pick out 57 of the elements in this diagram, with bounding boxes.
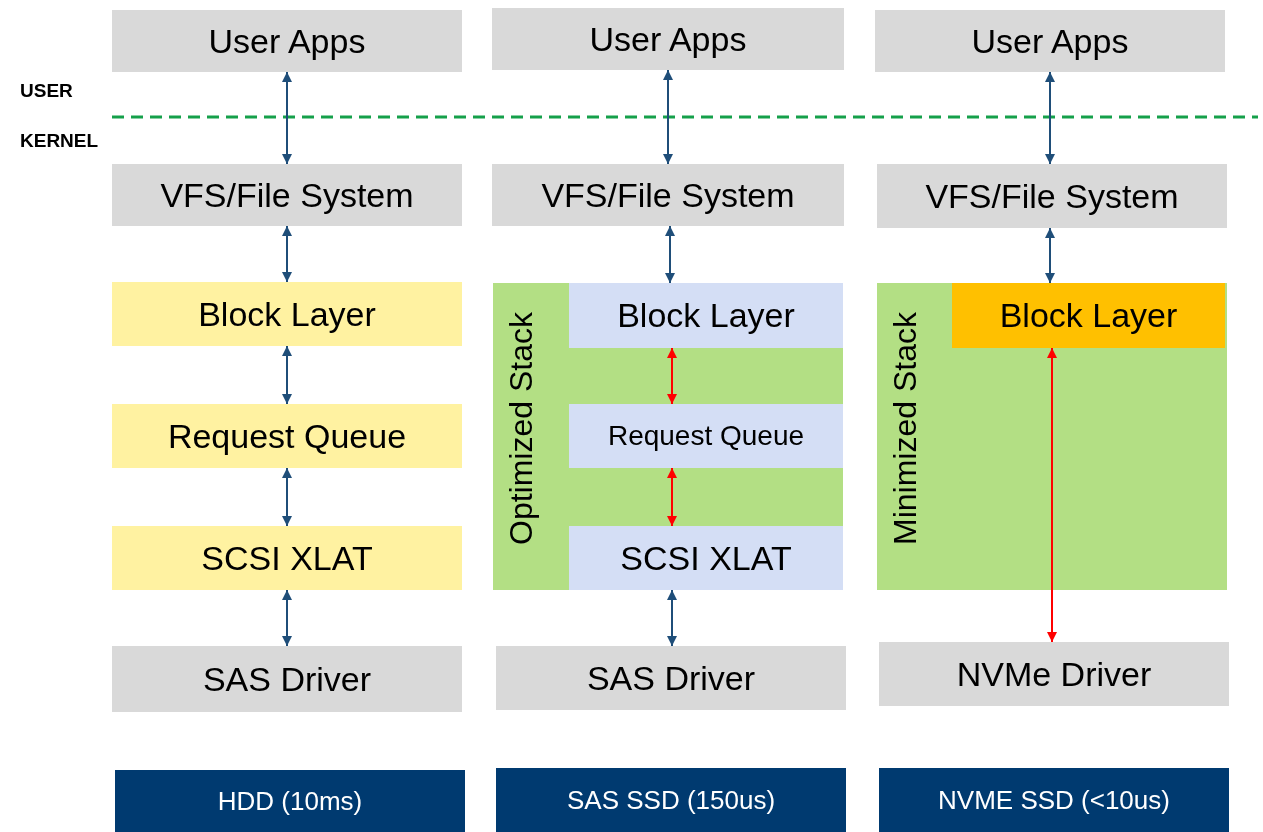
stack-panel bbox=[877, 283, 1227, 590]
double-arrow bbox=[1045, 227, 1055, 284]
layer-label: User Apps bbox=[208, 21, 366, 61]
layer-label: SAS Driver bbox=[586, 658, 756, 698]
layer-label: Block Layer bbox=[999, 296, 1178, 335]
layer-boundary-label: USER bbox=[20, 80, 73, 102]
double-arrow bbox=[667, 347, 677, 405]
stack-label: Optimized Stack bbox=[503, 312, 540, 545]
layer-label: NVMe Driver bbox=[956, 654, 1152, 694]
double-arrow bbox=[282, 71, 292, 165]
layer-label: SAS Driver bbox=[202, 659, 372, 699]
layer-box bbox=[952, 283, 1225, 348]
layer-label: SCSI XLAT bbox=[620, 538, 792, 578]
double-arrow bbox=[667, 589, 677, 647]
layer-box bbox=[112, 282, 462, 346]
stack-panel bbox=[493, 283, 843, 590]
layer-box bbox=[879, 642, 1229, 706]
layer-label: User Apps bbox=[971, 21, 1129, 61]
device-label: HDD (10ms) bbox=[217, 785, 363, 817]
layer-label: Request Queue bbox=[167, 416, 407, 456]
layer-boundary-label: KERNEL bbox=[20, 130, 99, 152]
layer-label: Block Layer bbox=[617, 296, 795, 335]
device-box bbox=[496, 768, 846, 832]
layer-box bbox=[492, 164, 844, 226]
layer-box bbox=[569, 404, 843, 468]
double-arrow bbox=[1045, 71, 1055, 165]
double-arrow bbox=[667, 467, 677, 527]
device-label: SAS SSD (150us) bbox=[566, 784, 776, 816]
stack-label: Minimized Stack bbox=[887, 312, 924, 545]
device-box bbox=[879, 768, 1229, 832]
layer-box bbox=[112, 526, 462, 590]
layer-box bbox=[112, 164, 462, 226]
double-arrow bbox=[282, 225, 292, 283]
layer-box bbox=[112, 646, 462, 712]
layer-box bbox=[569, 526, 843, 590]
layer-box bbox=[112, 404, 462, 468]
double-arrow bbox=[282, 589, 292, 647]
layer-label: VFS/File System bbox=[541, 175, 795, 215]
device-label: NVME SSD (<10us) bbox=[938, 784, 1170, 816]
layer-box bbox=[112, 10, 462, 72]
layer-box bbox=[875, 10, 1225, 72]
layer-box bbox=[496, 646, 846, 710]
layer-box bbox=[492, 8, 844, 70]
device-box bbox=[115, 770, 465, 832]
double-arrow bbox=[663, 69, 673, 165]
layer-label: User Apps bbox=[589, 19, 747, 59]
layer-box bbox=[877, 164, 1227, 228]
double-arrow bbox=[665, 225, 675, 284]
layer-label: VFS/File System bbox=[160, 175, 414, 215]
double-arrow bbox=[282, 345, 292, 405]
layer-label: Block Layer bbox=[198, 294, 376, 334]
layer-label: Request Queue bbox=[607, 420, 805, 452]
layer-label: VFS/File System bbox=[925, 176, 1179, 216]
layer-label: SCSI XLAT bbox=[201, 538, 373, 578]
layer-box bbox=[569, 283, 843, 348]
double-arrow bbox=[1047, 347, 1057, 643]
double-arrow bbox=[282, 467, 292, 527]
